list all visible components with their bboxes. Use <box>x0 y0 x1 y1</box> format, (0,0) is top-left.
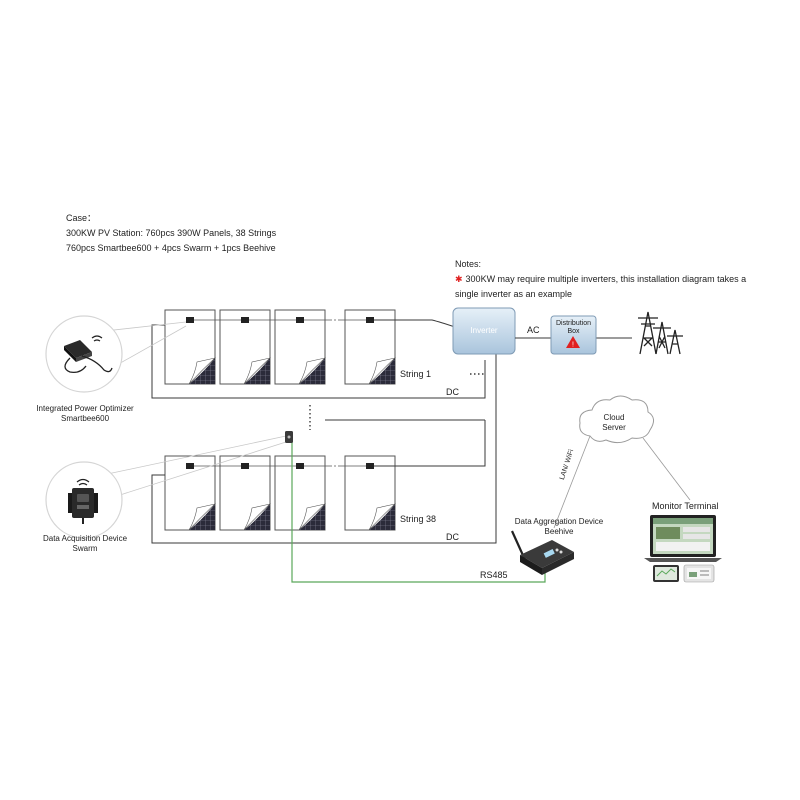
solar-panel <box>164 309 217 385</box>
optimizer-caption: Integrated Power Optimizer Smartbee600 <box>20 404 150 424</box>
cloud-to-beehive-link <box>553 435 591 529</box>
solar-panel <box>344 309 397 385</box>
tablet-icon <box>653 565 679 582</box>
ac-label: AC <box>527 325 540 335</box>
swarm-illustration <box>45 461 123 539</box>
inverter <box>452 307 516 355</box>
case-description: Case： 300KW PV Station: 760pcs 390W Pane… <box>66 211 276 256</box>
cloud-to-monitor-link <box>642 437 691 501</box>
distribution-box-label-line1: Distribution <box>555 320 591 327</box>
notes: Notes: ✱300KW may require multiple inver… <box>455 257 746 302</box>
cloud-server-label-line2: Server <box>602 423 626 432</box>
beehive-caption-line2: Beehive <box>544 527 574 536</box>
warning-icon <box>566 336 580 348</box>
cloud-icon <box>579 395 654 444</box>
notes-heading: Notes: <box>455 259 482 269</box>
optimizer-illustration <box>45 315 123 393</box>
svg-text:!: ! <box>572 342 574 349</box>
distribution-box-label-line2: Box <box>567 328 580 335</box>
optimizer-caption-line2: Smartbee600 <box>60 414 110 423</box>
rs485-label: RS485 <box>480 570 508 580</box>
solar-panel <box>219 455 272 531</box>
string-38-dc-wire <box>151 340 497 544</box>
wifi-icon <box>91 335 103 342</box>
swarm-device-small <box>285 431 293 443</box>
optimizer-caption-line1: Integrated Power Optimizer <box>36 404 134 413</box>
case-heading: Case： <box>66 213 97 223</box>
monitor-terminal-label: Monitor Terminal <box>652 501 719 511</box>
solar-panel <box>274 455 327 531</box>
string-38-panels <box>164 455 397 531</box>
case-line-1: 300KW PV Station: 760pcs 390W Panels, 38… <box>66 228 277 238</box>
swarm-caption-line2: Swarm <box>72 544 98 553</box>
notes-line-2: single inverter as an example <box>455 289 573 299</box>
string-1-panels <box>164 309 397 385</box>
dc-label-bottom: DC <box>446 532 459 542</box>
rs485-wire <box>291 440 546 583</box>
inverter-label: Inverter <box>470 326 498 335</box>
beehive-caption: Data Aggregation Device Beehive <box>500 517 618 537</box>
distribution-box-label: Distribution Box <box>551 320 596 336</box>
wifi-icon <box>76 478 90 486</box>
beehive-caption-line1: Data Aggregation Device <box>514 517 604 526</box>
notes-line-1: 300KW may require multiple inverters, th… <box>465 274 747 284</box>
distribution-box: ! <box>550 315 597 355</box>
dc-label-top: DC <box>446 387 459 397</box>
cloud-server-label-line1: Cloud <box>603 413 625 422</box>
solar-panel <box>164 455 217 531</box>
case-line-2: 760pcs Smartbee600 + 4pcs Swarm + 1pcs B… <box>66 243 276 253</box>
phone-icon <box>683 564 715 583</box>
string-1-label: String 1 <box>400 369 432 379</box>
solar-panel <box>219 309 272 385</box>
solar-panel <box>274 309 327 385</box>
cloud-server-label: Cloud Server <box>590 413 638 433</box>
swarm-caption-line1: Data Acquisition Device <box>42 534 128 543</box>
transmission-tower-icon <box>638 311 683 355</box>
beehive-router-illustration <box>510 530 574 575</box>
laptop-icon <box>644 515 722 562</box>
swarm-caption: Data Acquisition Device Swarm <box>20 534 150 554</box>
solar-panel <box>344 455 397 531</box>
asterisk-icon: ✱ <box>455 274 463 284</box>
string-38-label: String 38 <box>400 514 437 524</box>
